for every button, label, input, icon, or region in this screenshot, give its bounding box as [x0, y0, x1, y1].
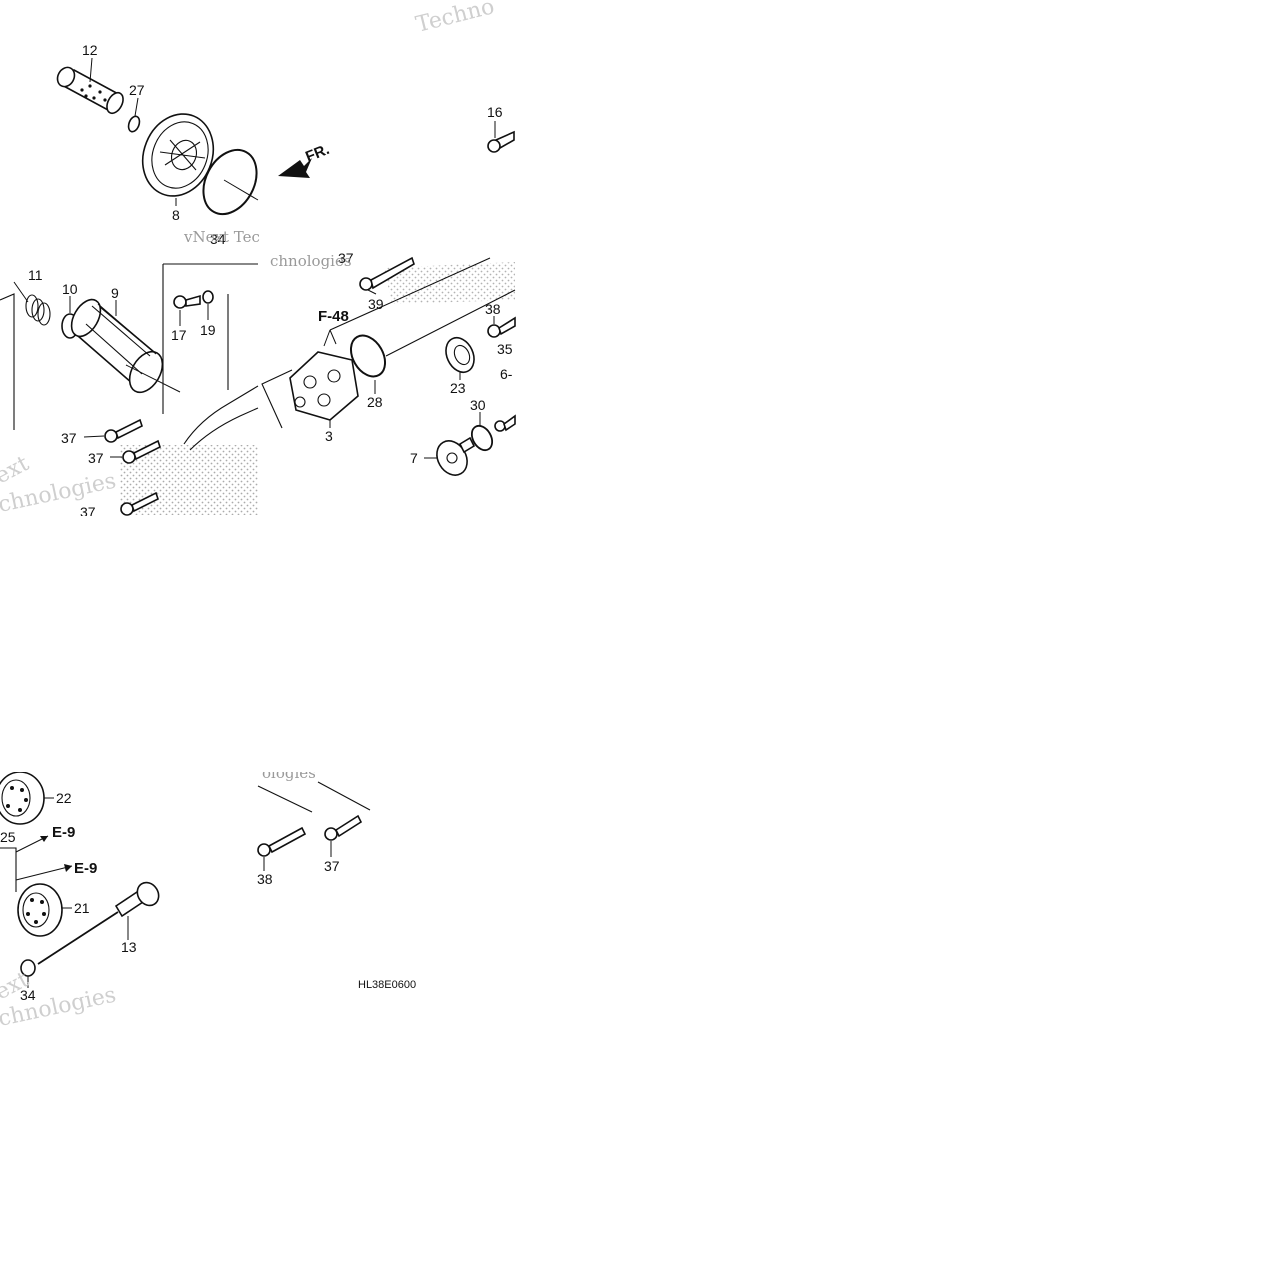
callout-27: 27 [129, 82, 145, 98]
callout-34-bottom: 34 [20, 987, 36, 1003]
callout-6: 6- [500, 366, 513, 382]
panel-oil-filter: 11 10 9 17 19 37 37 37 ext chnologies [0, 263, 259, 520]
panel-bearings: E-9 E-9 22 25 21 13 34 ext chnologies [0, 771, 160, 1032]
callout-3: 3 [325, 428, 333, 444]
callout-13: 13 [121, 939, 137, 955]
part-washer-19 [202, 290, 214, 304]
callout-28: 28 [367, 394, 383, 410]
callout-22: 22 [56, 790, 72, 806]
part-bolt-16 [487, 130, 515, 153]
callout-37-top: 37 [338, 250, 354, 266]
part-bolt-38 [487, 316, 516, 338]
callout-21: 21 [74, 900, 90, 916]
callout-7: 7 [410, 450, 418, 466]
direction-arrow: FR. [278, 141, 332, 178]
callout-10: 10 [62, 281, 78, 297]
part-strainer-screen [56, 66, 124, 115]
watermark: chnologies [270, 252, 352, 270]
part-oil-filter [70, 298, 164, 394]
callout-34-top: 34 [210, 231, 226, 247]
ref-f48: F-48 [318, 308, 349, 325]
drawing-code: HL38E0600 [358, 979, 416, 991]
callout-38-bottom: 38 [257, 871, 273, 887]
panel-bolts: 38 37 HL38E0600 ologies [257, 764, 416, 991]
part-oil-level-sensor [37, 881, 160, 965]
callout-11: 11 [28, 267, 43, 283]
part-pressure-relief-valve [436, 436, 476, 476]
part-filter-cover [141, 113, 215, 197]
part-o-ring-28 [349, 334, 387, 378]
part-oil-seal [445, 336, 475, 374]
callout-23: 23 [450, 380, 466, 396]
watermark: vNext Tec [183, 228, 260, 246]
callout-12: 12 [82, 42, 98, 58]
part-bolt-39 [359, 256, 415, 291]
callout-39: 39 [368, 296, 384, 312]
callout-35: 35 [497, 341, 513, 357]
part-bolt-37 [104, 418, 161, 516]
panel-oil-pump: F-48 37 39 38 35 6- 23 28 3 30 7 chnolog… [261, 250, 516, 476]
part-bolt-17 [173, 294, 201, 309]
callout-37-b: 37 [88, 450, 104, 466]
callout-17: 17 [171, 327, 187, 343]
part-bearing-22 [0, 771, 45, 825]
callout-19: 19 [200, 322, 216, 338]
callout-8: 8 [172, 207, 180, 223]
callout-37-bottom: 37 [324, 858, 340, 874]
part-washer-27 [127, 115, 141, 133]
part-oil-pump-body [289, 351, 359, 421]
ref-e9-upper: E-9 [52, 824, 75, 841]
watermark: Techno [413, 0, 497, 38]
part-o-ring-34 [202, 148, 258, 216]
part-spring [25, 294, 51, 326]
callout-25: 25 [0, 829, 16, 845]
ref-e9-lower: E-9 [74, 860, 97, 877]
part-bolt-6 [494, 414, 516, 432]
callout-37-a: 37 [61, 430, 77, 446]
part-washer-30 [470, 424, 494, 452]
direction-label: FR. [303, 141, 332, 166]
callout-30: 30 [470, 397, 486, 413]
callout-38-top: 38 [485, 301, 501, 317]
part-bearing-21 [17, 883, 63, 937]
panel-oil-strainer: FR. 12 27 16 8 34 Techno vNext Tec [56, 0, 515, 247]
callout-9: 9 [111, 285, 119, 301]
watermark: ext [0, 451, 33, 489]
callout-16: 16 [487, 104, 503, 120]
part-bolt-37-bottom [324, 814, 363, 841]
part-bolt-38-bottom [257, 826, 307, 857]
